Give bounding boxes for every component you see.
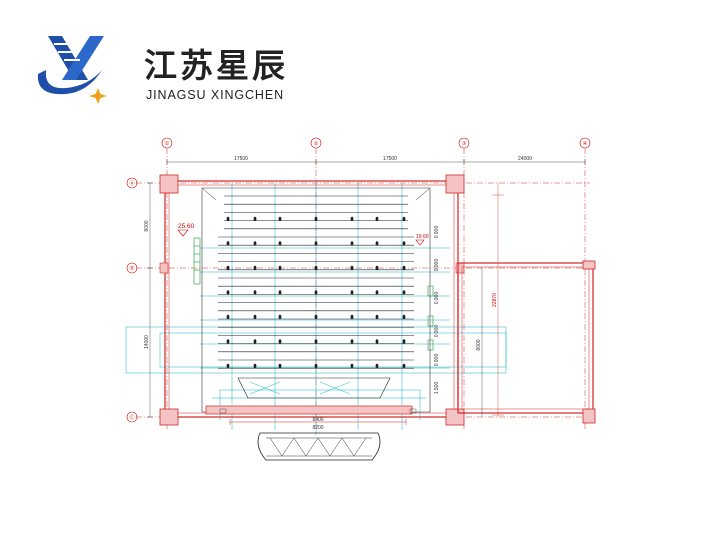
column-marker [278, 265, 282, 271]
column-marker [402, 241, 406, 246]
column-marker [314, 314, 318, 320]
column-marker [226, 339, 230, 344]
column-marker [314, 241, 318, 246]
xingchen-logo [37, 36, 107, 104]
column-marker [350, 241, 354, 246]
column-marker [278, 241, 282, 246]
axis-markers-left: Ⓐ Ⓑ Ⓒ [126, 177, 590, 423]
axis-markers-top: ① ② ③ ④ [161, 137, 591, 430]
column-marker [226, 290, 230, 295]
column-marker [350, 363, 354, 369]
column-marker [375, 363, 379, 369]
dim-right-mid: 8000 [476, 339, 482, 350]
column-marker [278, 363, 282, 369]
column-marker [402, 290, 406, 295]
dim-stage-b: 8200 [312, 425, 323, 431]
column-marker [375, 339, 379, 344]
column-marker [278, 314, 282, 320]
row-dim-3: 0.900 [434, 292, 440, 305]
column-marker [278, 290, 282, 295]
brand-name-english: JINAGSU XINGCHEN [146, 88, 285, 102]
axis-label-c: Ⓒ [129, 414, 134, 421]
column-marker [350, 265, 354, 271]
column-marker [253, 265, 257, 271]
column-marker [402, 363, 406, 369]
dim-top-right: 24000 [518, 156, 532, 162]
column-marker [402, 265, 406, 271]
axis-label-1: ① [165, 141, 170, 147]
column-marker [375, 216, 379, 222]
row-dim-6: 1.500 [434, 382, 440, 395]
column-marker [253, 363, 257, 369]
dim-stage-a: 8400 [312, 417, 323, 423]
column-marker [314, 265, 318, 271]
auditorium-frame [201, 187, 431, 413]
dimension-chain-top: 17500 17500 24000 [166, 156, 586, 165]
brand-header: 江苏星辰 JINAGSU XINGCHEN [28, 22, 328, 104]
column-marker [253, 339, 257, 344]
brand-name-chinese: 江苏星辰 [144, 46, 288, 85]
row-dim-2: 0.900 [434, 259, 440, 272]
row-dimensions: 0.900 0.900 0.900 0.900 0.900 1.500 [434, 226, 440, 395]
column-marker [226, 265, 230, 271]
dim-top-mid: 17500 [383, 156, 397, 162]
seating-rows [218, 195, 414, 369]
column-marker [226, 363, 230, 369]
column-marker [375, 241, 379, 246]
column-marker [253, 314, 257, 320]
column-marker [253, 241, 257, 246]
column-marker [314, 363, 318, 369]
column-marker [278, 216, 282, 222]
column-marker [278, 339, 282, 344]
dim-top-left: 17500 [234, 156, 248, 162]
axis-label-a: Ⓐ [129, 180, 134, 187]
column-marker [226, 314, 230, 320]
row-dim-4: 0.900 [434, 325, 440, 338]
column-marker [402, 216, 406, 222]
column-marker [350, 216, 354, 222]
floor-plan-drawing: ① ② ③ ④ Ⓐ Ⓑ Ⓒ 17500 17500 24000 8000 140… [125, 137, 596, 461]
front-apron [257, 432, 381, 461]
row-dim-5: 0.900 [434, 354, 440, 367]
column-marker [350, 339, 354, 344]
column-marker [226, 241, 230, 246]
column-marker [314, 216, 318, 222]
level-markers: 25.60 19.60 [177, 223, 429, 246]
column-marker [314, 290, 318, 295]
row-dim-1: 0.900 [434, 226, 440, 239]
column-marker [375, 314, 379, 320]
axis-label-4: ④ [583, 141, 588, 147]
column-marker [402, 314, 406, 320]
column-marker [375, 265, 379, 271]
column-marker [375, 290, 379, 295]
column-marker [350, 290, 354, 295]
dim-left-upper: 8000 [144, 220, 150, 231]
level-left: 25.60 [178, 223, 195, 230]
axis-label-2: ② [314, 141, 319, 147]
annex-room-walls: 22870 8000 [457, 183, 596, 424]
level-right: 19.60 [416, 234, 429, 240]
column-marker [314, 339, 318, 344]
dim-right-room: 22870 [492, 293, 498, 307]
side-panels [193, 237, 434, 351]
dimension-chain-left: 8000 14000 [144, 182, 153, 418]
column-marker [253, 216, 257, 222]
column-marker [402, 339, 406, 344]
column-marker [226, 216, 230, 222]
column-marker [253, 290, 257, 295]
axis-label-b: Ⓑ [129, 265, 134, 272]
column-marker [350, 314, 354, 320]
stage-structure: 8400 8200 [205, 377, 417, 431]
dim-left-lower: 14000 [144, 335, 150, 349]
axis-label-3: ③ [462, 141, 467, 147]
